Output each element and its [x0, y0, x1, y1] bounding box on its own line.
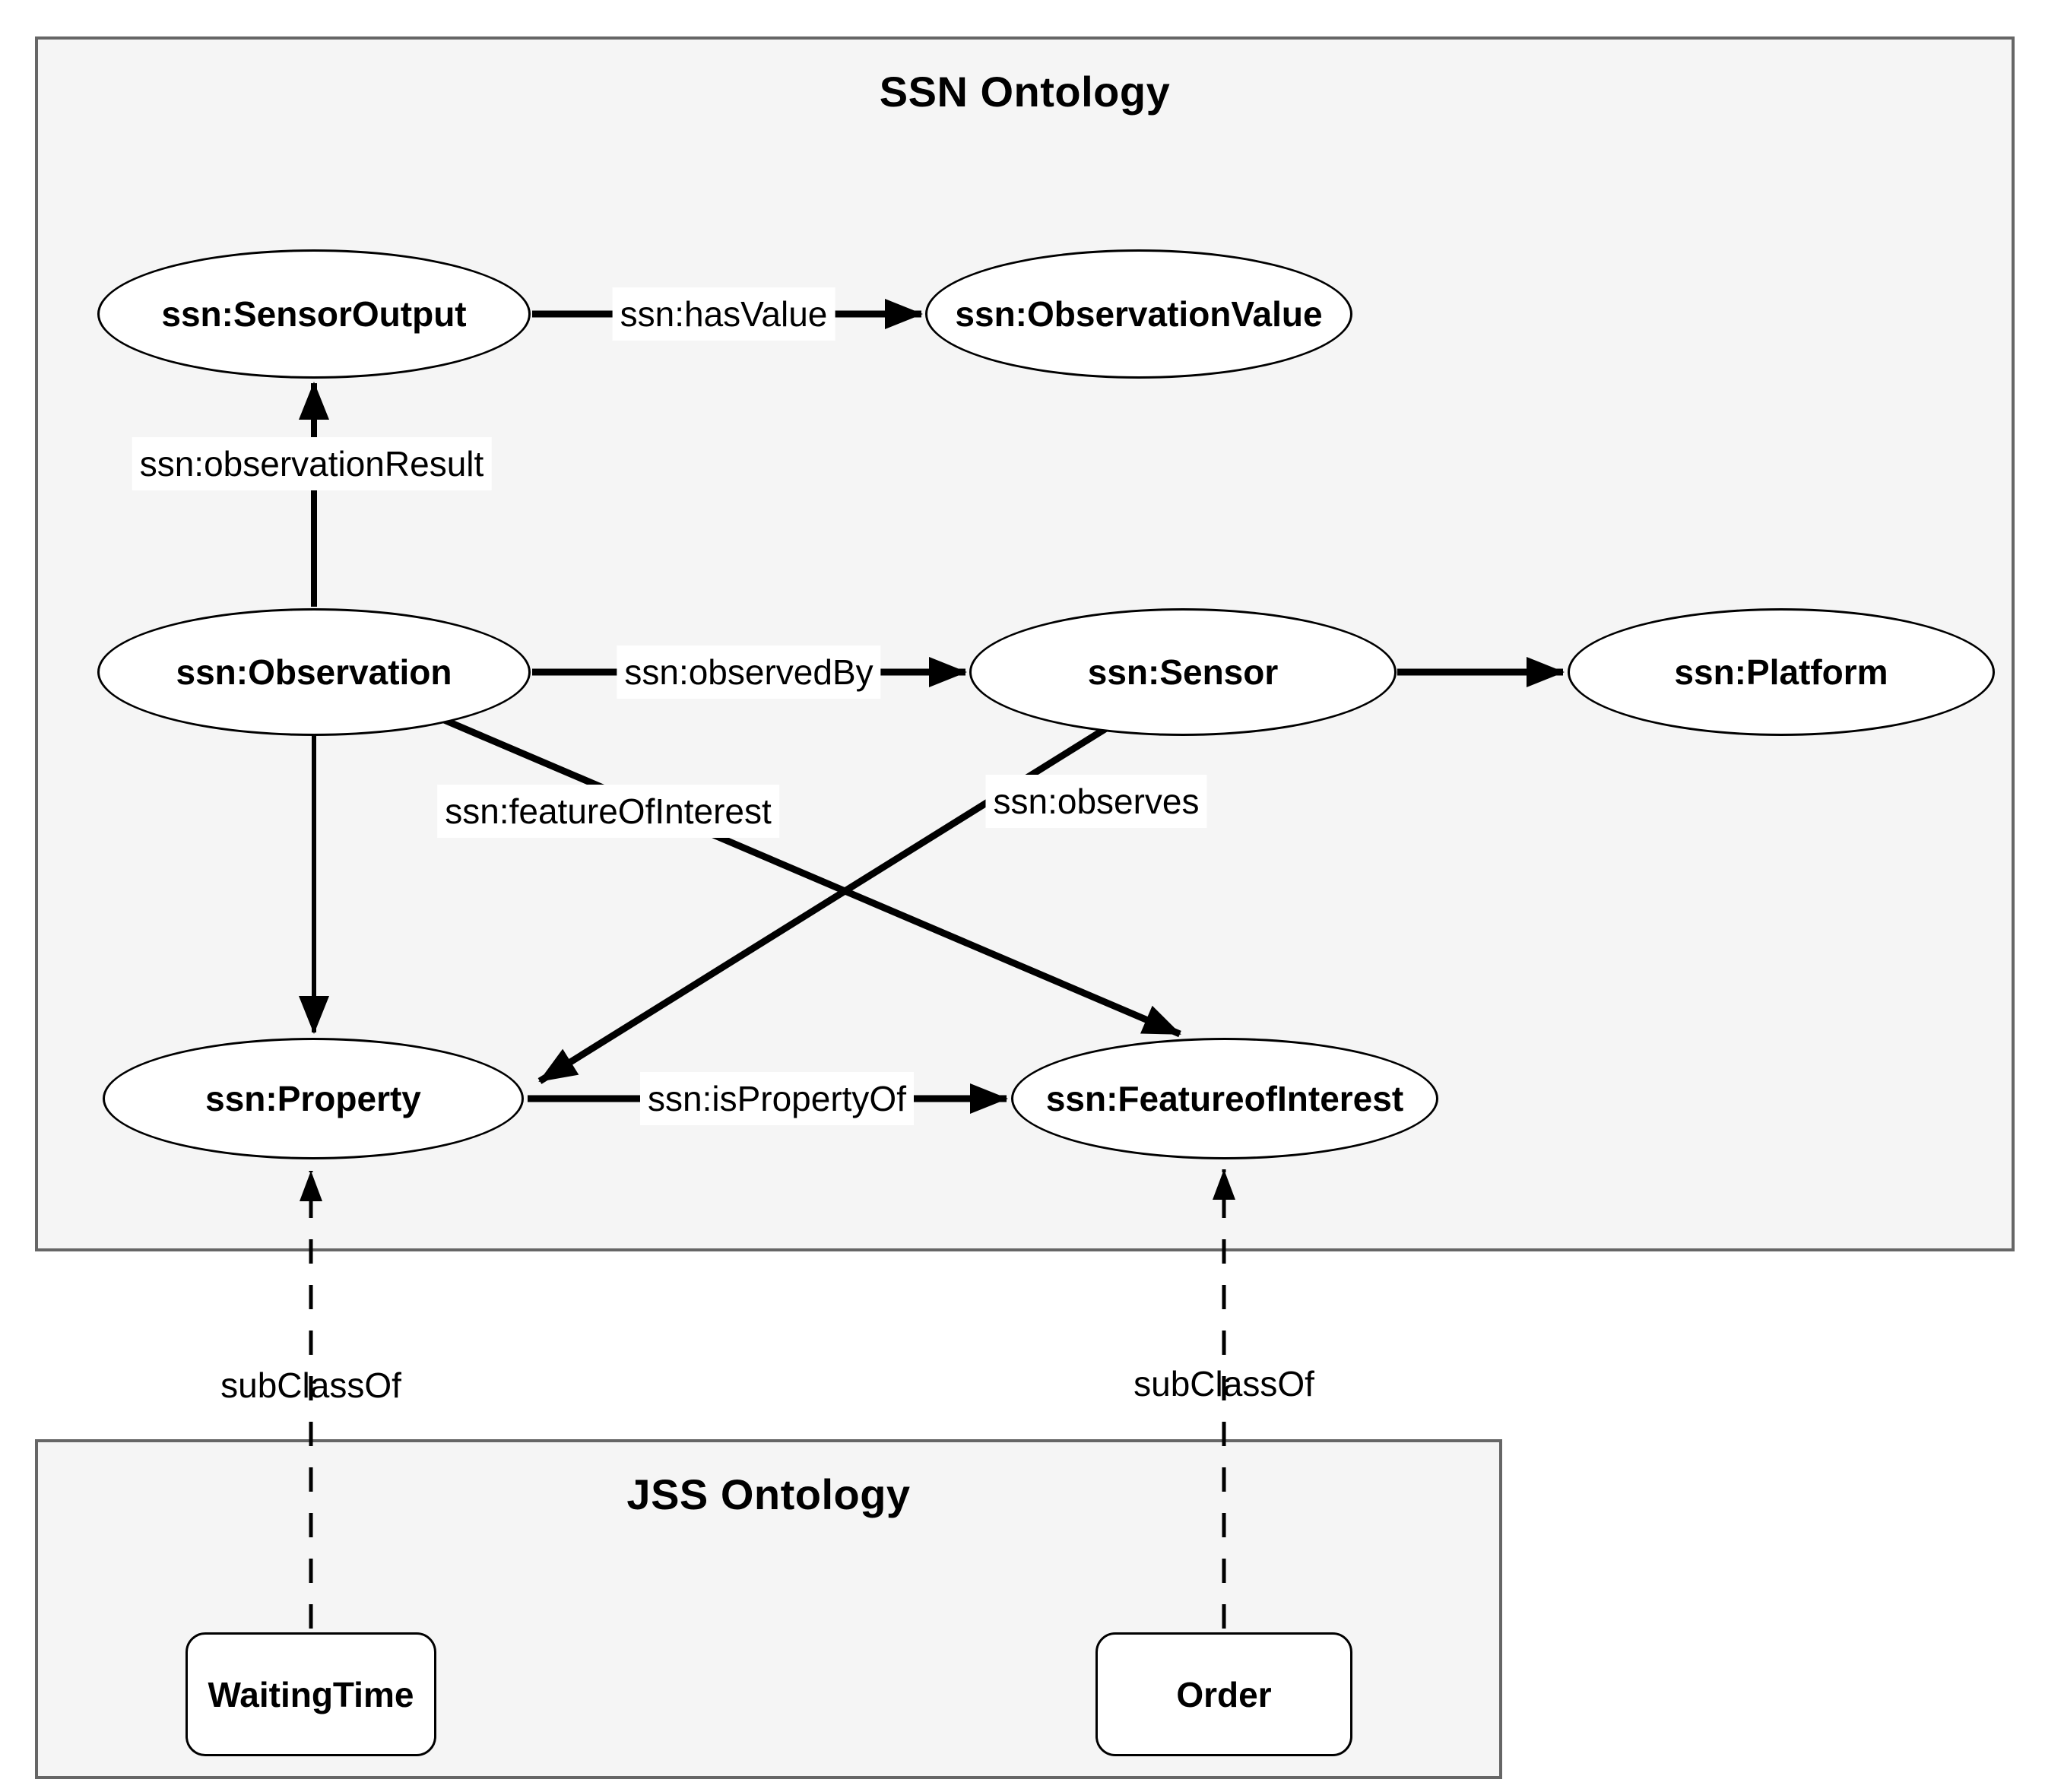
- jss-ontology-title: JSS Ontology: [626, 1470, 911, 1518]
- node-ssn-platform-label: ssn:Platform: [1674, 652, 1888, 692]
- node-ssn-sensor: ssn:Sensor: [969, 608, 1397, 736]
- ssn-ontology-title: SSN Ontology: [879, 68, 1171, 116]
- node-ssn-platform: ssn:Platform: [1568, 608, 1995, 736]
- edge-label-has-value: ssn:hasValue: [612, 287, 835, 341]
- node-ssn-observation: ssn:Observation: [97, 608, 531, 736]
- node-jss-order-label: Order: [1176, 1674, 1272, 1714]
- node-ssn-featureofinterest-label: ssn:FeatureofInterest: [1045, 1079, 1404, 1118]
- edge-label-is-property-of: ssn:isPropertyOf: [640, 1072, 914, 1125]
- node-jss-waitingtime: WaitingTime: [185, 1632, 436, 1756]
- node-ssn-sensoroutput: ssn:SensorOutput: [97, 249, 531, 379]
- edge-label-subclassof-right: subClassOf: [1133, 1364, 1314, 1403]
- edge-label-observed-by: ssn:observedBy: [617, 645, 881, 699]
- node-ssn-property: ssn:Property: [103, 1038, 524, 1159]
- node-jss-order: Order: [1095, 1632, 1352, 1756]
- node-ssn-observationvalue-label: ssn:ObservationValue: [955, 294, 1323, 334]
- node-ssn-sensoroutput-label: ssn:SensorOutput: [161, 294, 467, 334]
- edge-label-feature-of-interest: ssn:featureOfInterest: [437, 785, 779, 838]
- node-jss-waitingtime-label: WaitingTime: [208, 1674, 414, 1714]
- node-ssn-featureofinterest: ssn:FeatureofInterest: [1011, 1038, 1438, 1159]
- edge-feature-of-interest: [441, 715, 1181, 1038]
- node-ssn-observationvalue: ssn:ObservationValue: [925, 249, 1352, 379]
- edge-label-observes: ssn:observes: [985, 775, 1207, 828]
- edge-label-subclassof-left: subClassOf: [220, 1365, 401, 1405]
- node-ssn-sensor-label: ssn:Sensor: [1087, 652, 1279, 692]
- node-ssn-observation-label: ssn:Observation: [176, 652, 452, 692]
- node-ssn-property-label: ssn:Property: [205, 1079, 421, 1118]
- edge-label-observation-result: ssn:observationResult: [132, 437, 492, 490]
